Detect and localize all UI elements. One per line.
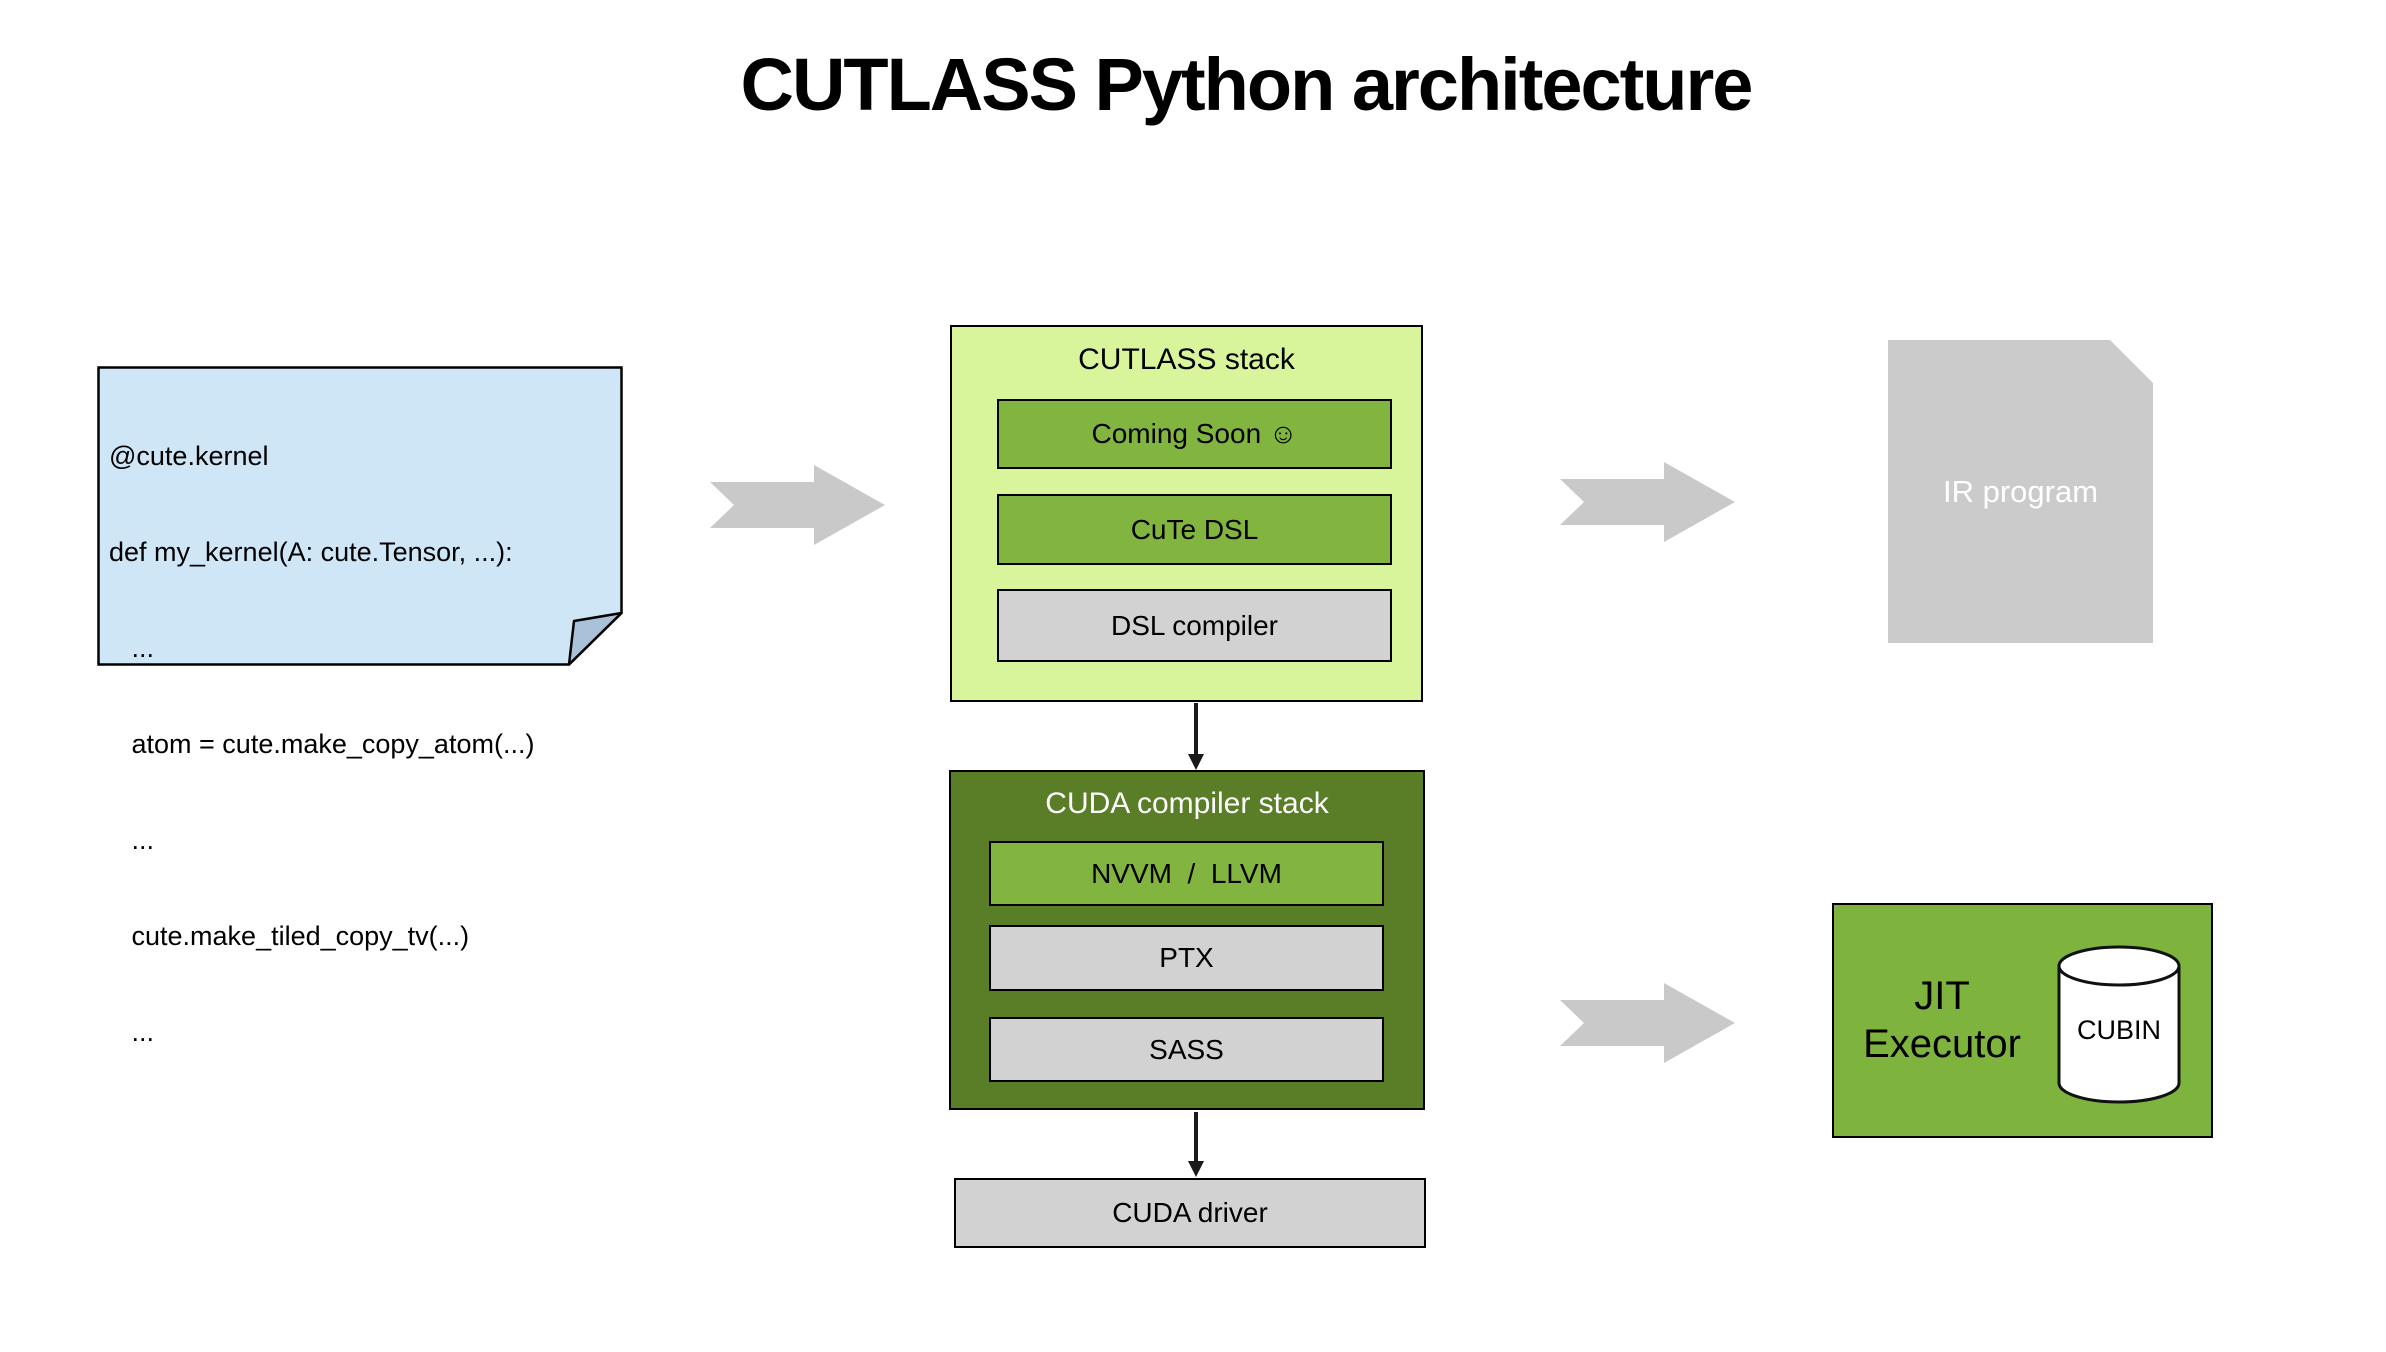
ir-program-document: IR program — [1888, 340, 2153, 643]
cubin-label: CUBIN — [2076, 1014, 2161, 1045]
code-line: ... — [109, 633, 155, 663]
code-line: def my_kernel(A: cute.Tensor, ...): — [109, 537, 513, 567]
code-line: @cute.kernel — [109, 441, 269, 471]
document-icon — [1888, 340, 2153, 643]
dsl-compiler-box: DSL compiler — [997, 589, 1392, 662]
cubin-cylinder: CUBIN — [2056, 945, 2182, 1105]
code-line: ... — [109, 825, 155, 855]
code-note: @cute.kernel def my_kernel(A: cute.Tenso… — [97, 366, 623, 1047]
arrow-cutlass-to-ir-icon — [1560, 462, 1735, 542]
cuda-compiler-stack-box: CUDA compiler stack NVVM / LLVM PTX SASS — [949, 770, 1425, 1110]
ptx-box: PTX — [989, 925, 1384, 991]
jit-executor-box: JIT Executor CUBIN — [1832, 903, 2213, 1138]
note-folded-corner — [567, 611, 623, 666]
cute-dsl-box: CuTe DSL — [997, 494, 1392, 565]
coming-soon-box: Coming Soon ☺ — [997, 399, 1392, 469]
arrow-cutlass-to-cuda-icon — [1188, 703, 1204, 770]
database-cylinder-icon — [2057, 945, 2181, 1104]
arrow-cuda-to-driver-icon — [1188, 1112, 1204, 1177]
page-title: CUTLASS Python architecture — [740, 43, 1754, 126]
code-line: atom = cute.make_copy_atom(...) — [109, 729, 535, 759]
nvvm-llvm-box: NVVM / LLVM — [989, 841, 1384, 906]
sass-box: SASS — [989, 1017, 1384, 1082]
code-snippet: @cute.kernel def my_kernel(A: cute.Tenso… — [109, 376, 534, 1112]
cutlass-stack-box: CUTLASS stack Coming Soon ☺ CuTe DSL DSL… — [950, 325, 1423, 702]
cutlass-stack-title: CUTLASS stack — [1078, 343, 1295, 376]
arrow-cuda-to-jit-icon — [1560, 983, 1735, 1063]
arrow-note-to-cutlass-icon — [710, 465, 885, 545]
code-line: cute.make_tiled_copy_tv(...) — [109, 921, 470, 951]
ir-program-label: IR program — [1942, 473, 2099, 509]
cuda-driver-box: CUDA driver — [954, 1178, 1426, 1248]
code-line: ... — [109, 1017, 155, 1047]
jit-executor-label: JIT Executor — [1863, 974, 2021, 1066]
code-note-shape — [97, 366, 623, 666]
cuda-stack-title: CUDA compiler stack — [1045, 787, 1329, 820]
